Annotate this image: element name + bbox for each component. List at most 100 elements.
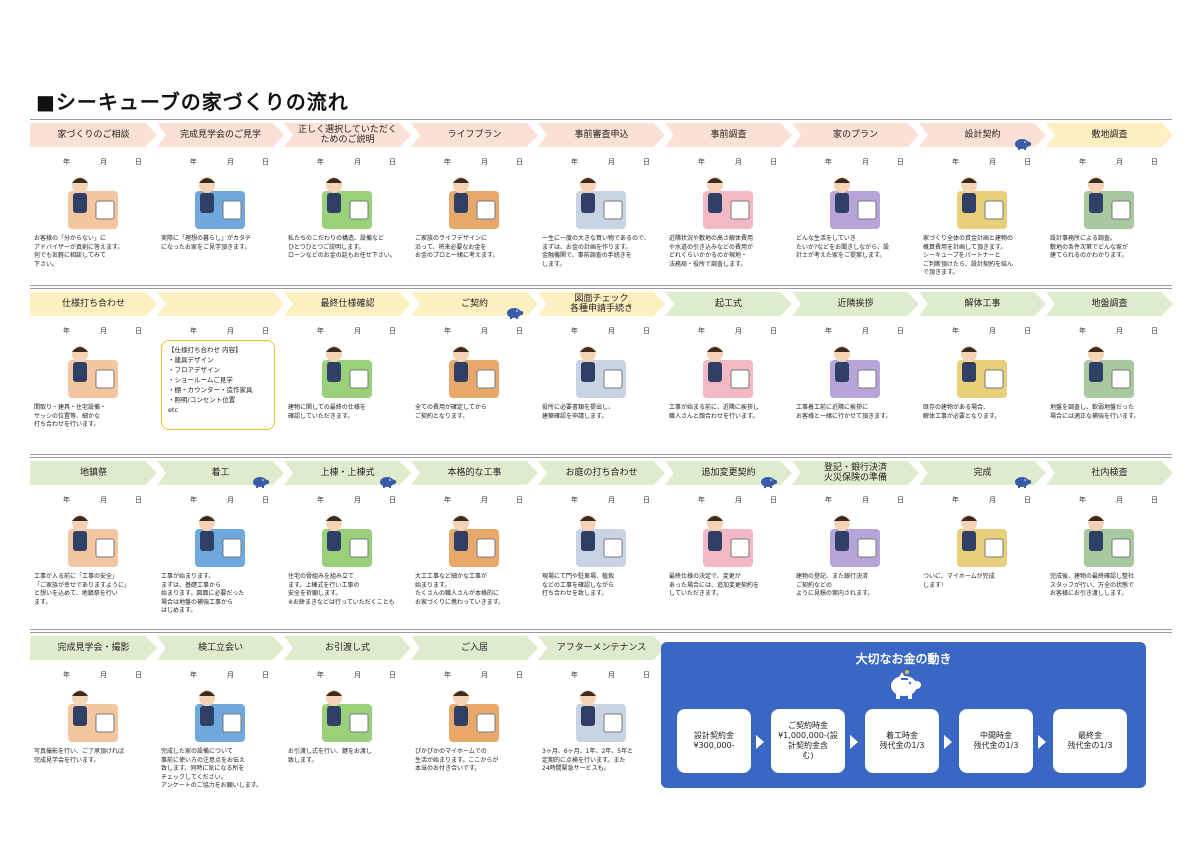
date-day-label: 日 <box>262 327 269 335</box>
date-month-label: 月 <box>227 671 234 679</box>
step-label: 敷地調査 <box>1046 123 1173 147</box>
step-description: お引渡し式を行い、鍵をお渡し 致します。 <box>288 748 373 764</box>
date-month-label: 月 <box>862 496 869 504</box>
arrow-right-icon <box>850 735 858 749</box>
step-illustration <box>830 346 880 398</box>
date-month-label: 月 <box>354 327 361 335</box>
step-description: 役所に必要書類を提出し、 建築確認を申請します。 <box>542 404 615 420</box>
date-month-label: 月 <box>481 671 488 679</box>
step-illustration <box>830 515 880 567</box>
flow-step: 正しく選択していただく ためのご説明年月日私たちのこだわりの構造、設備など ひと… <box>284 123 411 289</box>
step-label: お庭の打ち合わせ <box>538 461 665 485</box>
date-day-label: 日 <box>770 496 777 504</box>
step-description: 一生に一度の大きな買い物であるので、 まずは、お金の計画を作ります。 金融機関で… <box>542 235 650 268</box>
date-month-label: 月 <box>989 158 996 166</box>
flow-step: 完成年月日ついに、マイホームが完成 します! <box>919 461 1046 627</box>
flow-step: 起工式年月日工事が始まる前に、近隣に挨拶し 職人さんと顔合わせを行います。 <box>665 292 792 458</box>
flow-step: 登記・銀行決済 火災保険の準備年月日建物の登記、また銀行決済 ご契約などの よう… <box>792 461 919 627</box>
date-day-label: 日 <box>262 158 269 166</box>
date-month-label: 月 <box>862 158 869 166</box>
date-year-label: 年 <box>317 327 324 335</box>
date-year-label: 年 <box>63 158 70 166</box>
flow-step: 家のプラン年月日どんな生活をしていき たいか?などをお聞きしながら、設 計士が考… <box>792 123 919 289</box>
step-label: 地鎮祭 <box>30 461 157 485</box>
step-illustration <box>322 177 372 229</box>
money-step-construction-start: 着工時金 残代金の1/3 <box>865 709 939 773</box>
flow-step: 年月日【仕様打ち合わせ 内容】 ・建具デザイン ・フロアデザイン ・ショールーム… <box>157 292 284 458</box>
date-month-label: 月 <box>227 158 234 166</box>
date-year-label: 年 <box>317 158 324 166</box>
flow-step: 本格的な工事年月日大工工事など細かな工事が 始まります。 たくさんの職人さんが本… <box>411 461 538 627</box>
step-label: アフターメンテナンス <box>538 636 665 660</box>
step-description: 建物の登記、また銀行決済 ご契約などの ように見積の案内されます。 <box>796 573 874 597</box>
flow-step: 地鎮祭年月日工事が入る前に「工事の安全」 「ご家族が幸せでありますように」 と想… <box>30 461 157 627</box>
date-year-label: 年 <box>698 158 705 166</box>
date-year-label: 年 <box>444 496 451 504</box>
date-day-label: 日 <box>135 671 142 679</box>
step-label: 事前審査申込 <box>538 123 665 147</box>
step-illustration <box>322 346 372 398</box>
step-description: 近隣状況や敷地の高さ解体費用 や水道の引き込みなどの費用が どれくらいかかるのか… <box>669 235 754 268</box>
step-description: 全ての費用が確定してから ご契約となります。 <box>415 404 487 420</box>
step-label: 解体工事 <box>919 292 1046 316</box>
step-label: ライフプラン <box>411 123 538 147</box>
step-label: 社内検査 <box>1046 461 1173 485</box>
flow-step: 最終仕様確認年月日建物に関しての最終の仕様を 確認していただきます。 <box>284 292 411 458</box>
date-month-label: 月 <box>1116 327 1123 335</box>
page-title: ■シーキューブの家づくりの流れ <box>36 90 349 114</box>
date-month-label: 月 <box>608 158 615 166</box>
date-month-label: 月 <box>862 327 869 335</box>
date-year-label: 年 <box>825 327 832 335</box>
piggy-bank-icon <box>1015 139 1032 150</box>
date-day-label: 日 <box>135 158 142 166</box>
step-description: 建物に関しての最終の仕様を 確認していただきます。 <box>288 404 366 420</box>
date-month-label: 月 <box>354 671 361 679</box>
step-illustration <box>1084 177 1134 229</box>
date-day-label: 日 <box>516 158 523 166</box>
step-illustration <box>322 515 372 567</box>
step-illustration <box>195 515 245 567</box>
row-separator <box>30 457 1172 458</box>
date-day-label: 日 <box>1024 327 1031 335</box>
date-year-label: 年 <box>952 327 959 335</box>
step-description: 私たちのこだわりの構造、設備など ひとつひとつご説明します。 ローンなどのお金の… <box>288 235 396 259</box>
step-description: どんな生活をしていき たいか?などをお聞きしながら、設 計士が考えた家をご提案し… <box>796 235 890 259</box>
date-month-label: 月 <box>1116 496 1123 504</box>
step-description: 大工工事など細かな工事が 始まります。 たくさんの職人さんが本格的に お家づくり… <box>415 573 505 606</box>
date-year-label: 年 <box>1079 327 1086 335</box>
step-illustration <box>703 346 753 398</box>
flow-step: ご契約年月日全ての費用が確定してから ご契約となります。 <box>411 292 538 458</box>
flow-step: 事前調査年月日近隣状況や敷地の高さ解体費用 や水道の引き込みなどの費用が どれく… <box>665 123 792 289</box>
piggy-bank-icon <box>761 477 778 488</box>
step-label: 近隣挨拶 <box>792 292 919 316</box>
step-label: 検工立会い <box>157 636 284 660</box>
date-month-label: 月 <box>100 671 107 679</box>
step-description: ご家族のライフデザインに 沿って、将来必要なお金を お金のプロと一緒に考えます。 <box>415 235 499 259</box>
flow-step: 仕様打ち合わせ年月日間取り・建具・住宅設備・ サッシの位置等、細かな 打ち合わせ… <box>30 292 157 458</box>
step-label: 本格的な工事 <box>411 461 538 485</box>
step-illustration <box>576 346 626 398</box>
step-illustration <box>576 690 626 742</box>
flow-step: 事前審査申込年月日一生に一度の大きな買い物であるので、 まずは、お金の計画を作り… <box>538 123 665 289</box>
step-label: 事前調査 <box>665 123 792 147</box>
step-description: ついに、マイホームが完成 します! <box>923 573 995 589</box>
date-month-label: 月 <box>989 327 996 335</box>
step-label: 登記・銀行決済 火災保険の準備 <box>792 461 919 485</box>
flow-step: 追加変更契約年月日最終仕様の決定で、変更が あった場合には、追加変更契約を して… <box>665 461 792 627</box>
flow-step: お引渡し式年月日お引渡し式を行い、鍵をお渡し 致します。 <box>284 636 411 802</box>
piggy-bank-icon <box>891 670 921 699</box>
row-separator <box>30 632 1172 633</box>
step-description: 間取り・建具・住宅設備・ サッシの位置等、細かな 打ち合わせを行います。 <box>34 404 107 428</box>
flow-step: お庭の打ち合わせ年月日現場にて門や駐車場、植栽 などの工事を確認しながら 打ち合… <box>538 461 665 627</box>
step-illustration <box>576 177 626 229</box>
step-description: 工事が入る前に「工事の安全」 「ご家族が幸せでありますように」 と想いを込めて、… <box>34 573 130 606</box>
date-day-label: 日 <box>389 158 396 166</box>
step-label: ご入居 <box>411 636 538 660</box>
date-day-label: 日 <box>262 671 269 679</box>
date-year-label: 年 <box>1079 158 1086 166</box>
step-illustration <box>957 177 1007 229</box>
step-illustration <box>449 346 499 398</box>
step-description: お客様の「分からない」に アドバイザーが真剣に答えます。 何でも気軽に相談してみ… <box>34 235 124 268</box>
piggy-bank-icon <box>380 477 397 488</box>
date-year-label: 年 <box>63 496 70 504</box>
